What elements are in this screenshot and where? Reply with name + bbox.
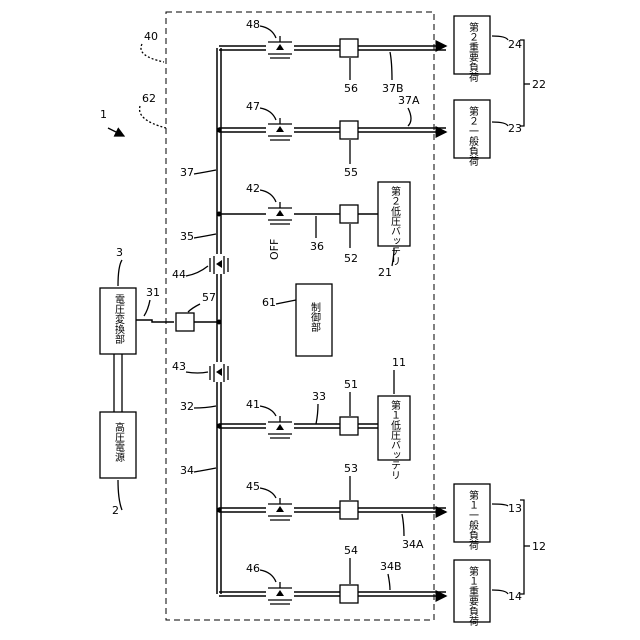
- branch-47: [219, 128, 446, 132]
- switch-47: [266, 118, 294, 140]
- current-sensor-54: [340, 585, 358, 603]
- switch-42: [266, 202, 294, 224]
- figure-arrow: [108, 128, 124, 136]
- ref-23: 23: [508, 122, 522, 135]
- important-load-1-label: 第１重要負荷: [467, 565, 479, 627]
- ref-44: 44: [172, 268, 186, 281]
- high-voltage-source-label: 高圧電源: [113, 421, 125, 463]
- ref-57: 57: [202, 291, 216, 304]
- ref-47: 47: [246, 100, 260, 113]
- leader-40: [141, 44, 164, 62]
- ref-31: 31: [146, 286, 160, 299]
- leader-3: [118, 260, 122, 286]
- ref-54: 54: [344, 544, 358, 557]
- line-31: [136, 320, 174, 322]
- ref-13: 13: [508, 502, 522, 515]
- leader-31: [144, 300, 150, 316]
- current-sensor-56: [340, 39, 358, 57]
- leader-57: [188, 304, 200, 312]
- switch-41: [266, 416, 294, 438]
- ref-36: 36: [310, 240, 324, 253]
- ref-35: 35: [180, 230, 194, 243]
- ref-37A: 37A: [398, 94, 420, 107]
- ref-24: 24: [508, 38, 522, 51]
- ref-43: 43: [172, 360, 186, 373]
- switch-46: [266, 582, 294, 604]
- current-sensor-55: [340, 121, 358, 139]
- ref-32: 32: [180, 400, 194, 413]
- leader-62: [140, 106, 166, 128]
- ref-62: 62: [142, 92, 156, 105]
- figure-label: 1: [100, 108, 107, 121]
- ref-46: 46: [246, 562, 260, 575]
- ref-22: 22: [532, 78, 546, 91]
- switch-44: [208, 254, 230, 274]
- ref-56: 56: [344, 82, 358, 95]
- ref-11: 11: [392, 356, 406, 369]
- controller-label: 制御部: [309, 301, 321, 333]
- ref-61: 61: [262, 296, 276, 309]
- important-load-2-label: 第２重要負荷: [467, 21, 479, 83]
- battery-1-label: 第１低圧バッテリ: [389, 399, 401, 480]
- switch-48: [266, 36, 294, 58]
- ref-37: 37: [180, 166, 194, 179]
- current-sensor-57: [176, 313, 194, 331]
- ref-34: 34: [180, 464, 194, 477]
- ref-14: 14: [508, 590, 522, 603]
- general-load-2-label: 第２一般負荷: [467, 105, 479, 167]
- current-sensor-52: [340, 205, 358, 223]
- ref-45: 45: [246, 480, 260, 493]
- ref-21: 21: [378, 266, 392, 279]
- ref-34B: 34B: [380, 560, 402, 573]
- ref-52: 52: [344, 252, 358, 265]
- branch-46: [219, 592, 446, 596]
- branch-48: [219, 46, 446, 50]
- ref-2: 2: [112, 504, 119, 517]
- voltage-converter-label: 電圧変換部: [113, 294, 125, 345]
- ref-48: 48: [246, 18, 260, 31]
- ref-53: 53: [344, 462, 358, 475]
- current-sensor-51: [340, 417, 358, 435]
- switch-45: [266, 498, 294, 520]
- ref-51: 51: [344, 378, 358, 391]
- ref-12: 12: [532, 540, 546, 553]
- leader-43: [186, 372, 208, 373]
- ref-42: 42: [246, 182, 260, 195]
- ref-41: 41: [246, 398, 260, 411]
- ref-3: 3: [116, 246, 123, 259]
- ref-33: 33: [312, 390, 326, 403]
- branch-45: [219, 508, 446, 512]
- ref-55: 55: [344, 166, 358, 179]
- leader-44: [186, 266, 208, 276]
- switch-43: [208, 362, 230, 382]
- general-load-1-label: 第１一般負荷: [467, 489, 479, 551]
- bracket-22: [520, 40, 524, 126]
- ref-40: 40: [144, 30, 158, 43]
- ref-34A: 34A: [402, 538, 424, 551]
- battery-2-label: 第２低圧バッテリ: [389, 185, 401, 266]
- current-sensor-53: [340, 501, 358, 519]
- leader-61: [276, 300, 296, 304]
- off-label: OFF: [268, 239, 281, 260]
